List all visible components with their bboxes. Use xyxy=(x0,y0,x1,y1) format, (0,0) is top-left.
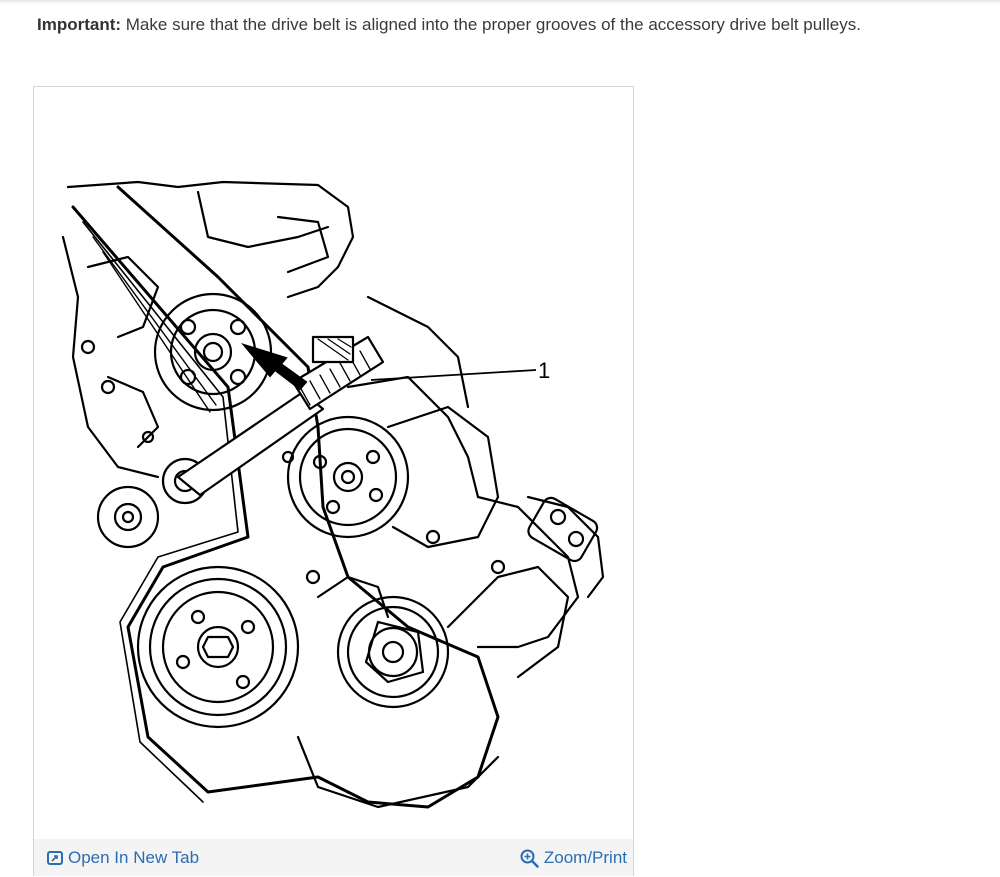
open-new-tab-icon xyxy=(47,851,63,865)
zoom-print-link[interactable]: Zoom/Print xyxy=(520,847,627,869)
callout-number: 1 xyxy=(538,358,550,383)
note-label: Important: xyxy=(37,15,122,34)
zoom-in-icon xyxy=(520,849,539,868)
top-divider xyxy=(0,0,1000,4)
figure-footer: Open In New Tab Zoom/Print xyxy=(34,839,633,876)
zoom-print-label: Zoom/Print xyxy=(543,848,627,867)
open-new-tab-label: Open In New Tab xyxy=(68,848,200,867)
drive-belt-illustration: 1 xyxy=(61,180,605,809)
figure-panel: 1 Open In New Tab Zoom/Print xyxy=(33,86,634,876)
important-note: Important: Make sure that the drive belt… xyxy=(37,14,861,36)
note-text: Make sure that the drive belt is aligned… xyxy=(121,15,861,34)
open-in-new-tab-link[interactable]: Open In New Tab xyxy=(47,847,199,869)
